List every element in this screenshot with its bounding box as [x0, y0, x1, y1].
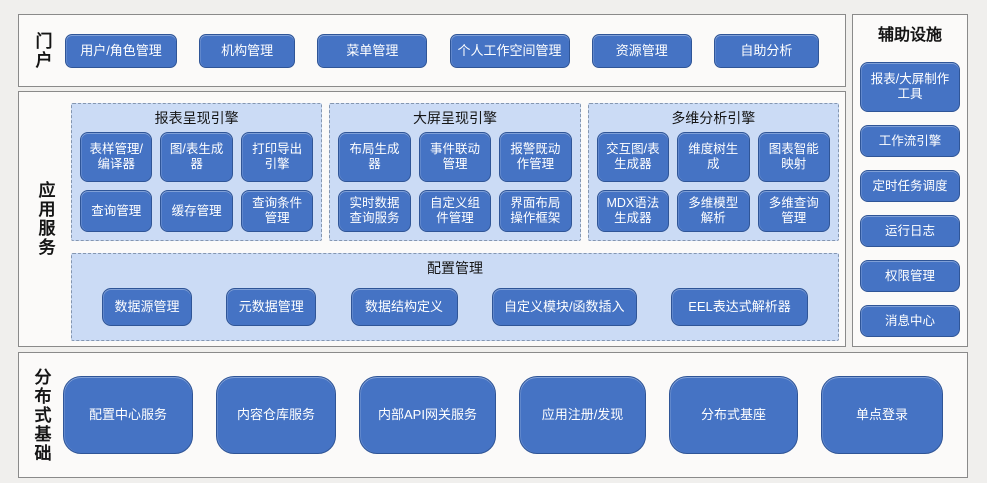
engine-node: 缓存管理: [160, 190, 233, 232]
engine-node: 界面布局操作框架: [499, 190, 572, 232]
portal-node: 菜单管理: [317, 33, 428, 68]
portal-node: 个人工作空间管理: [449, 33, 570, 68]
auxiliary-node: 消息中心: [860, 305, 960, 337]
engine-node: 图/表生成器: [160, 132, 233, 182]
engine-node: 布局生成器: [338, 132, 411, 182]
engine-node: 多维查询管理: [757, 190, 830, 232]
engine-nodes: 布局生成器事件联动管理报警既动作管理实时数据查询服务自定义组件管理界面布局操作框…: [338, 132, 572, 232]
engine-node: 交互图/表生成器: [596, 132, 670, 182]
engine-panel: 大屏呈现引擎 布局生成器事件联动管理报警既动作管理实时数据查询服务自定义组件管理…: [329, 103, 581, 241]
auxiliary-node: 运行日志: [860, 215, 960, 247]
distributed-nodes: 配置中心服务内容仓库服务内部API网关服务应用注册/发现分布式基座单点登录: [63, 353, 967, 477]
distributed-foundation-section: 分布式基础 配置中心服务内容仓库服务内部API网关服务应用注册/发现分布式基座单…: [18, 352, 968, 478]
config-nodes: 数据源管理元数据管理数据结构定义自定义模块/函数插入 EEL表达式解析器: [102, 288, 808, 326]
engine-node: 图表智能映射: [757, 132, 830, 182]
engine-node: 维度树生成: [677, 132, 750, 182]
engine-node: 事件联动管理: [418, 132, 492, 182]
portal-label-column: 门户: [19, 15, 65, 86]
portal-node: 资源管理: [591, 33, 692, 68]
portal-node: 机构管理: [199, 33, 296, 68]
engine-node: 实时数据查询服务: [338, 190, 411, 232]
portal-label: 门户: [32, 31, 52, 70]
distributed-label: 分布式基础: [31, 367, 51, 463]
engine-node: MDX语法生成器: [596, 190, 670, 232]
auxiliary-node: 权限管理: [860, 260, 960, 292]
auxiliary-node: 定时任务调度: [860, 170, 960, 202]
portal-node: 用户/角色管理: [65, 33, 177, 68]
services-label-column: 应用服务: [19, 92, 71, 346]
engine-node: 表样管理/编译器: [80, 132, 153, 182]
distributed-node: 配置中心服务: [63, 376, 193, 454]
services-content: 报表呈现引擎 表样管理/编译器图/表生成器打印导出引擎查询管理缓存管理查询条件管…: [71, 92, 845, 346]
engine-title: 多维分析引擎: [671, 110, 756, 126]
config-management-panel: 配置管理 数据源管理元数据管理数据结构定义自定义模块/函数插入 EEL表达式解析器: [71, 253, 839, 341]
application-services-section: 应用服务 报表呈现引擎 表样管理/编译器图/表生成器打印导出引擎查询管理缓存管理…: [18, 91, 846, 347]
distributed-node: 单点登录: [821, 376, 943, 454]
auxiliary-title: 辅助设施: [877, 27, 942, 44]
config-node: EEL表达式解析器: [671, 288, 808, 326]
auxiliary-node: 报表/大屏制作工具: [860, 62, 960, 112]
engine-title: 大屏呈现引擎: [412, 110, 497, 126]
engine-node: 查询条件管理: [240, 190, 314, 232]
auxiliary-nodes: 报表/大屏制作工具工作流引擎定时任务调度运行日志权限管理消息中心: [853, 62, 967, 337]
distributed-node: 分布式基座: [669, 376, 798, 454]
distributed-node: 应用注册/发现: [519, 376, 646, 454]
engine-nodes: 表样管理/编译器图/表生成器打印导出引擎查询管理缓存管理查询条件管理: [80, 132, 314, 232]
engine-node: 多维模型解析: [677, 190, 750, 232]
auxiliary-facilities-panel: 辅助设施 报表/大屏制作工具工作流引擎定时任务调度运行日志权限管理消息中心: [852, 14, 968, 347]
engine-panel: 多维分析引擎 交互图/表生成器维度树生成图表智能映射 MDX语法生成器多维模型解析…: [587, 103, 839, 241]
engine-node: 打印导出引擎: [240, 132, 314, 182]
portal-section: 门户 用户/角色管理机构管理菜单管理个人工作空间管理资源管理自助分析: [18, 14, 846, 87]
config-title: 配置管理: [427, 260, 483, 276]
distributed-label-column: 分布式基础: [19, 353, 63, 477]
portal-node: 自助分析: [713, 33, 819, 68]
engine-node: 报警既动作管理: [499, 132, 572, 182]
distributed-node: 内容仓库服务: [216, 376, 336, 454]
engine-node: 自定义组件管理: [418, 190, 492, 232]
engine-panels: 报表呈现引擎 表样管理/编译器图/表生成器打印导出引擎查询管理缓存管理查询条件管…: [71, 103, 839, 241]
auxiliary-node: 工作流引擎: [860, 125, 960, 157]
engine-panel: 报表呈现引擎 表样管理/编译器图/表生成器打印导出引擎查询管理缓存管理查询条件管…: [71, 103, 323, 241]
config-node: 数据源管理: [102, 288, 192, 326]
services-label: 应用服务: [35, 181, 55, 257]
portal-nodes: 用户/角色管理机构管理菜单管理个人工作空间管理资源管理自助分析: [65, 15, 845, 86]
engine-node: 查询管理: [80, 190, 153, 232]
config-node: 数据结构定义: [350, 288, 458, 326]
distributed-node: 内部API网关服务: [359, 376, 496, 454]
config-node: 元数据管理: [226, 288, 317, 326]
engine-nodes: 交互图/表生成器维度树生成图表智能映射 MDX语法生成器多维模型解析多维查询管理: [596, 132, 830, 232]
config-node: 自定义模块/函数插入: [491, 288, 637, 326]
engine-title: 报表呈现引擎: [154, 110, 239, 126]
